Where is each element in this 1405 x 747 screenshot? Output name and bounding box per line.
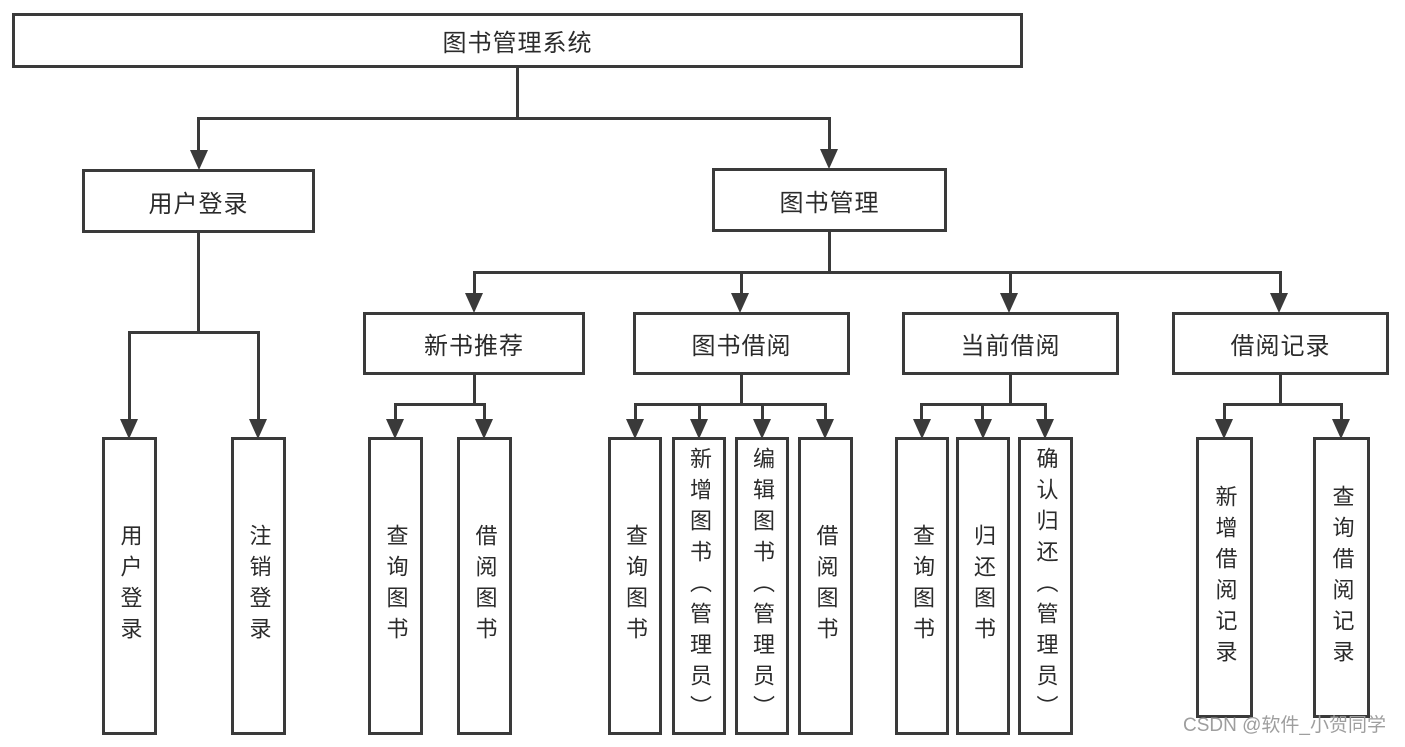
connector-stem-borrowing-add xyxy=(698,403,701,421)
leaf-recommend-borrow-books-label: 借阅图书 xyxy=(472,524,498,648)
leaf-records-add-record: 新增借阅记录 xyxy=(1196,437,1253,718)
node-book-borrowing: 图书借阅 xyxy=(633,312,850,375)
connector-records-bar xyxy=(1223,403,1343,406)
connector-stem-current-confirm xyxy=(1044,403,1047,421)
arrowhead-to-user-login xyxy=(190,150,208,170)
leaf-borrowing-edit-books: 编辑图书（管理员） xyxy=(735,437,789,735)
connector-stem-user-login xyxy=(197,117,200,152)
arrowhead-to-borrowing-query xyxy=(626,419,644,439)
connector-stem-current-borrowing xyxy=(1009,271,1012,295)
connector-stem-borrowing-edit xyxy=(761,403,764,421)
node-library-system-label: 图书管理系统 xyxy=(442,30,593,57)
arrowhead-to-borrowing-borrow xyxy=(816,419,834,439)
connector-stem-borrowing-borrow xyxy=(824,403,827,421)
leaf-borrowing-add-books: 新增图书（管理员） xyxy=(672,437,726,735)
connector-stem-borrow-records xyxy=(1279,271,1282,295)
node-book-borrowing-label: 图书借阅 xyxy=(691,333,792,360)
leaf-recommend-borrow-books: 借阅图书 xyxy=(457,437,512,735)
connector-stem-new-book-recommend xyxy=(473,271,476,295)
connector-stem-recommend-borrow xyxy=(483,403,486,421)
arrowhead-to-recommend-query xyxy=(386,419,404,439)
leaf-recommend-query-books: 查询图书 xyxy=(368,437,423,735)
leaf-records-add-record-label: 新增借阅记录 xyxy=(1212,484,1238,671)
leaf-user-login-label: 用户登录 xyxy=(117,524,143,648)
arrowhead-to-book-management xyxy=(820,149,838,169)
csdn-watermark: CSDN @软件_小贺同学 xyxy=(1183,715,1386,736)
connector-current-bar xyxy=(921,403,1047,406)
leaf-borrowing-borrow-books: 借阅图书 xyxy=(798,437,853,735)
arrowhead-to-borrowing-edit xyxy=(753,419,771,439)
leaf-borrowing-add-books-label: 新增图书（管理员） xyxy=(687,446,712,726)
leaf-borrowing-edit-books-label: 编辑图书（管理员） xyxy=(750,446,775,726)
arrowhead-to-current-confirm xyxy=(1036,419,1054,439)
connector-level3-bar xyxy=(473,271,1281,274)
leaf-logout-label: 注销登录 xyxy=(246,524,272,648)
connector-borrowing-bar xyxy=(634,403,827,406)
node-new-book-recommend: 新书推荐 xyxy=(363,312,585,375)
connector-book-management-stem xyxy=(828,232,831,273)
connector-root-bar xyxy=(197,117,831,120)
leaf-user-login: 用户登录 xyxy=(102,437,157,735)
node-new-book-recommend-label: 新书推荐 xyxy=(424,333,524,360)
connector-stem-book-borrowing xyxy=(740,271,743,295)
arrowhead-to-recommend-borrow xyxy=(475,419,493,439)
node-book-management: 图书管理 xyxy=(712,168,947,232)
leaf-current-query-books-label: 查询图书 xyxy=(910,524,935,648)
arrowhead-to-borrow-records xyxy=(1270,293,1288,313)
leaf-current-return-books-label: 归还图书 xyxy=(971,524,996,648)
arrowhead-to-current-return xyxy=(974,419,992,439)
connector-stem-leaf-user-login xyxy=(128,331,131,421)
leaf-records-query-record: 查询借阅记录 xyxy=(1313,437,1370,718)
arrowhead-to-new-book-recommend xyxy=(465,293,483,313)
leaf-records-query-record-label: 查询借阅记录 xyxy=(1329,484,1355,671)
connector-user-login-stem xyxy=(197,233,200,333)
node-user-login: 用户登录 xyxy=(82,169,315,233)
leaf-current-return-books: 归还图书 xyxy=(956,437,1010,735)
connector-user-login-bar xyxy=(128,331,260,334)
node-current-borrowing-label: 当前借阅 xyxy=(960,333,1061,360)
connector-stem-book-management xyxy=(828,117,831,152)
connector-recommend-bar xyxy=(394,403,486,406)
arrowhead-to-records-query xyxy=(1332,419,1350,439)
leaf-current-query-books: 查询图书 xyxy=(895,437,949,735)
connector-stem-current-return xyxy=(981,403,984,421)
arrowhead-to-current-borrowing xyxy=(1000,293,1018,313)
leaf-borrowing-query-books-label: 查询图书 xyxy=(623,524,648,648)
arrowhead-to-leaf-logout xyxy=(249,419,267,439)
node-library-system: 图书管理系统 xyxy=(12,13,1023,68)
arrowhead-to-leaf-user-login xyxy=(120,419,138,439)
arrowhead-to-records-add xyxy=(1215,419,1233,439)
connector-root-stem xyxy=(516,68,519,118)
arrowhead-to-borrowing-add xyxy=(690,419,708,439)
connector-stem-records-query xyxy=(1340,403,1343,421)
node-borrow-records: 借阅记录 xyxy=(1172,312,1389,375)
connector-current-stem xyxy=(1009,375,1012,405)
connector-stem-records-add xyxy=(1223,403,1226,421)
node-borrow-records-label: 借阅记录 xyxy=(1230,333,1331,360)
connector-stem-recommend-query xyxy=(394,403,397,421)
leaf-recommend-query-books-label: 查询图书 xyxy=(383,524,409,648)
leaf-logout: 注销登录 xyxy=(231,437,286,735)
node-user-login-label: 用户登录 xyxy=(148,190,249,218)
connector-stem-current-query xyxy=(920,403,923,421)
connector-stem-borrowing-query xyxy=(634,403,637,421)
connector-borrowing-stem xyxy=(740,375,743,405)
connector-records-stem xyxy=(1279,375,1282,405)
node-current-borrowing: 当前借阅 xyxy=(902,312,1119,375)
arrowhead-to-current-query xyxy=(913,419,931,439)
leaf-borrowing-query-books: 查询图书 xyxy=(608,437,662,735)
arrowhead-to-book-borrowing xyxy=(731,293,749,313)
leaf-borrowing-borrow-books-label: 借阅图书 xyxy=(813,524,839,648)
connector-stem-leaf-logout xyxy=(257,331,260,421)
leaf-current-confirm-return: 确认归还（管理员） xyxy=(1018,437,1073,735)
connector-recommend-stem xyxy=(473,375,476,405)
leaf-current-confirm-return-label: 确认归还（管理员） xyxy=(1033,446,1059,726)
node-book-management-label: 图书管理 xyxy=(779,189,880,217)
